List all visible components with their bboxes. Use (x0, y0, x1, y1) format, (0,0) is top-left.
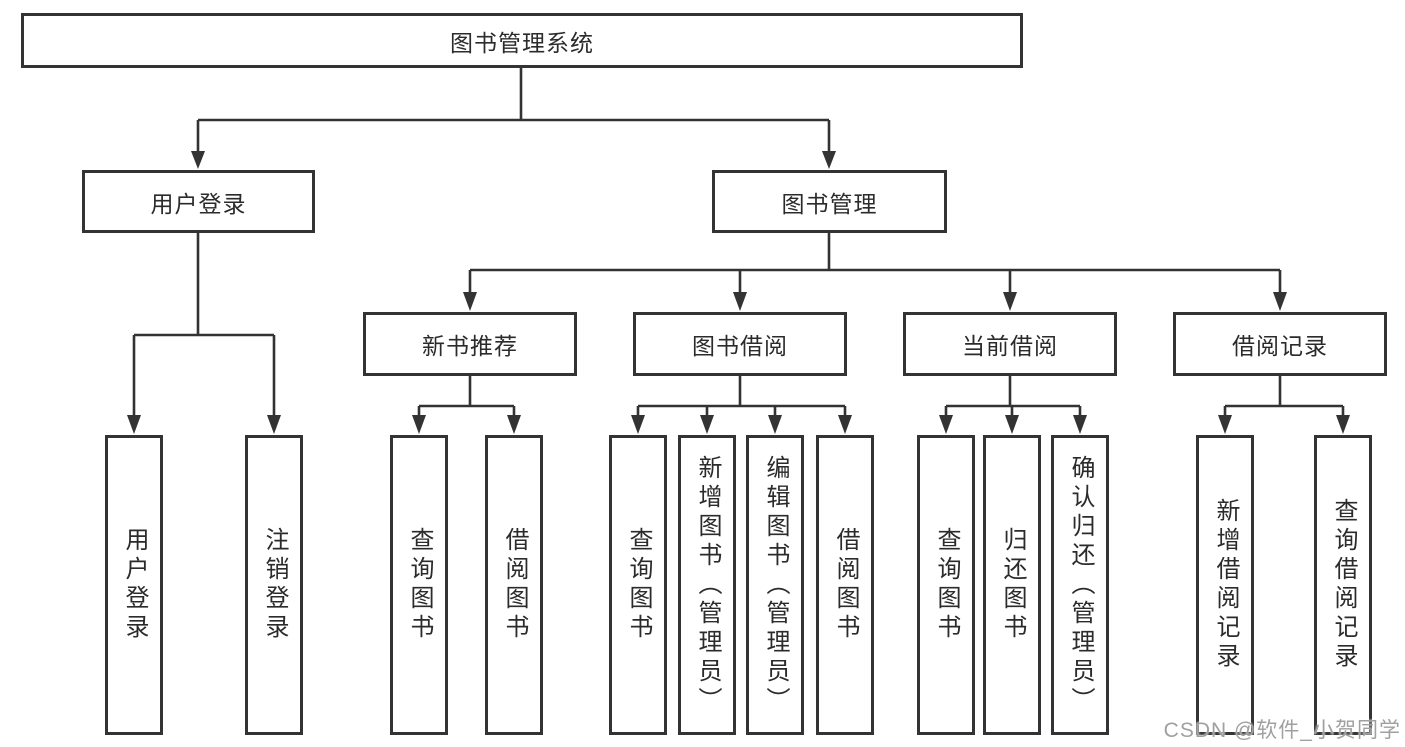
node-label: 图书管理 (781, 190, 878, 217)
arrow-icon (1005, 415, 1019, 434)
node-br-add-record: 新增借阅记录 (1196, 435, 1254, 735)
node-borrowing-records: 借阅记录 (1173, 312, 1387, 376)
connector-book-borrowing-children (636, 376, 847, 417)
node-label: 用户登录 (121, 527, 148, 643)
arrow-icon (1273, 292, 1287, 311)
node-label: 确认归还（管理员） (1067, 454, 1094, 716)
connector-new-book-rec-children (417, 376, 516, 417)
connector-book-management-children (468, 233, 1282, 294)
arrowheads (127, 151, 1350, 434)
node-label: 新书推荐 (422, 333, 518, 359)
node-label: 查询借阅记录 (1330, 498, 1357, 672)
node-label: 查询图书 (933, 527, 960, 643)
node-book-borrowing: 图书借阅 (633, 312, 847, 376)
node-label: 用户登录 (150, 190, 247, 217)
node-new-book-recommendation: 新书推荐 (363, 312, 577, 376)
connector-root-to-level2 (196, 68, 831, 153)
arrow-icon (838, 415, 852, 434)
arrow-icon (939, 415, 953, 434)
node-label: 借阅记录 (1232, 333, 1328, 359)
arrow-icon (507, 415, 521, 434)
node-label: 查询图书 (406, 527, 433, 643)
node-bb-add-books-admin: 新增图书（管理员） (678, 435, 736, 735)
node-nbr-query-books: 查询图书 (390, 435, 448, 735)
node-book-management: 图书管理 (712, 170, 947, 233)
arrow-icon (733, 292, 747, 311)
arrow-icon (1218, 415, 1232, 434)
connector-current-borrowing-children (944, 376, 1082, 417)
arrow-icon (463, 292, 477, 311)
arrow-icon (1336, 415, 1350, 434)
node-library-management-system: 图书管理系统 (21, 13, 1023, 68)
node-bb-query-books: 查询图书 (609, 435, 667, 735)
node-nbr-borrow-books: 借阅图书 (485, 435, 543, 735)
node-bb-borrow-books: 借阅图书 (816, 435, 874, 735)
node-label: 借阅图书 (501, 527, 528, 643)
node-label: 新增图书（管理员） (694, 454, 721, 716)
arrow-icon (822, 151, 836, 169)
node-label: 借阅图书 (832, 527, 859, 643)
connector-user-login-children (132, 233, 276, 417)
node-cb-query-books: 查询图书 (917, 435, 975, 735)
arrow-icon (700, 415, 714, 434)
arrow-icon (1073, 415, 1087, 434)
arrow-icon (1003, 292, 1017, 311)
node-label: 图书管理系统 (450, 29, 594, 56)
node-leaf-user-login: 用户登录 (105, 435, 163, 735)
node-label: 当前借阅 (962, 333, 1058, 359)
node-label: 注销登录 (261, 527, 288, 643)
node-label: 归还图书 (999, 527, 1026, 643)
watermark: CSDN @软件_小贺同学 (1163, 719, 1401, 742)
node-leaf-logout: 注销登录 (245, 435, 303, 735)
arrow-icon (768, 415, 782, 434)
arrow-icon (127, 415, 141, 434)
node-current-borrowing: 当前借阅 (903, 312, 1117, 376)
arrow-icon (191, 151, 205, 169)
connector-borrowing-records-children (1223, 376, 1345, 417)
arrow-icon (631, 415, 645, 434)
node-cb-return-books: 归还图书 (983, 435, 1041, 735)
arrow-icon (267, 415, 281, 434)
node-user-login: 用户登录 (82, 170, 315, 233)
node-br-query-record: 查询借阅记录 (1314, 435, 1372, 735)
arrow-icon (412, 415, 426, 434)
node-label: 新增借阅记录 (1212, 498, 1239, 672)
node-label: 图书借阅 (692, 333, 788, 359)
node-label: 查询图书 (625, 527, 652, 643)
node-label: 编辑图书（管理员） (762, 454, 789, 716)
node-cb-confirm-return-admin: 确认归还（管理员） (1051, 435, 1109, 735)
node-bb-edit-books-admin: 编辑图书（管理员） (746, 435, 804, 735)
